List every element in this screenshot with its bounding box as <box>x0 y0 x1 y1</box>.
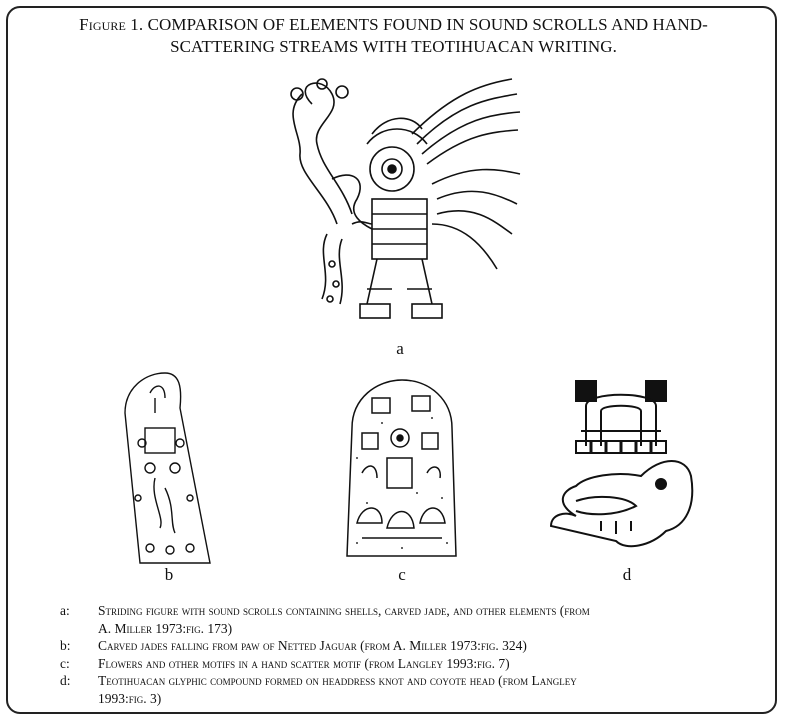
figure-title: Figure 1. COMPARISON OF ELEMENTS FOUND I… <box>20 14 767 58</box>
title-line-2: SCATTERING STREAMS WITH TEOTIHUACAN WRIT… <box>170 37 617 56</box>
caption-list: a: Striding figure with sound scrolls co… <box>60 602 750 707</box>
caption-c: c: Flowers and other motifs in a hand sc… <box>60 655 750 673</box>
glyphic-compound-svg <box>549 380 694 548</box>
caption-text-cont: A. Miller 1973:fig. 173) <box>98 620 233 636</box>
caption-key: b: <box>60 638 71 653</box>
panel-b-label: b <box>164 565 174 584</box>
panel-a-label: a <box>396 339 404 358</box>
carved-jades-drawing <box>120 368 215 568</box>
caption-key: d: <box>60 673 71 688</box>
caption-text: Teotihuacan glyphic compound formed on h… <box>98 673 577 688</box>
caption-text-cont: 1993:fig. 3) <box>98 690 162 706</box>
caption-key: a: <box>60 603 70 618</box>
carved-jades-svg <box>124 372 211 564</box>
flowers-motif-svg <box>346 379 457 557</box>
flowers-motif-drawing <box>342 378 460 558</box>
caption-a: a: Striding figure with sound scrolls co… <box>60 602 750 637</box>
caption-key: c: <box>60 655 70 671</box>
title-line-1: COMPARISON OF ELEMENTS FOUND IN SOUND SC… <box>147 15 708 34</box>
panel-c-label: c <box>398 565 406 584</box>
glyphic-compound-drawing <box>546 376 696 558</box>
caption-text: Flowers and other motifs in a hand scatt… <box>98 655 510 671</box>
striding-figure-svg <box>290 78 521 319</box>
figure-frame <box>6 6 777 714</box>
striding-figure-drawing <box>272 74 522 336</box>
caption-d: d: Teotihuacan glyphic compound formed o… <box>60 672 750 707</box>
figure-label: Figure 1. <box>79 15 144 34</box>
caption-b: b: Carved jades falling from paw of Nett… <box>60 637 750 655</box>
caption-text: Striding figure with sound scrolls conta… <box>98 603 590 618</box>
panel-d-label: d <box>622 565 632 584</box>
caption-text: Carved jades falling from paw of Netted … <box>98 638 527 653</box>
